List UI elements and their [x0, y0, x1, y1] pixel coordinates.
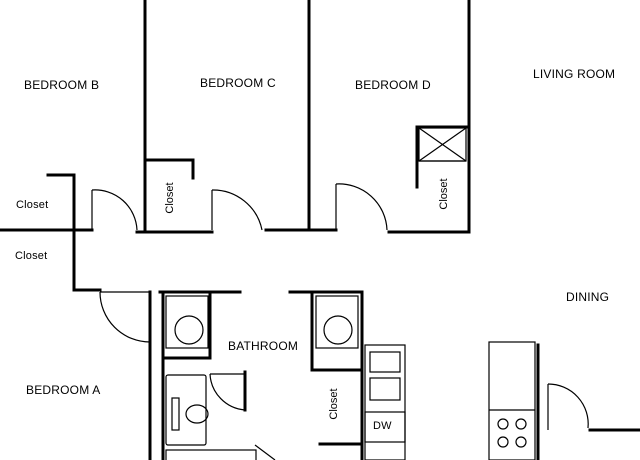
bedroom-a-label: BEDROOM A [26, 383, 101, 397]
bedroom-d-label: BEDROOM D [355, 78, 431, 92]
bathtub-edge [165, 449, 257, 460]
sink-right [315, 295, 359, 349]
kitchen-counter [364, 341, 536, 460]
toilet [165, 374, 209, 446]
closet-c-label: Closet [164, 182, 176, 214]
dining-label: DINING [566, 290, 610, 304]
closet-b-bottom-label: Closet [15, 250, 48, 262]
bathroom-walls [148, 290, 540, 460]
dishwasher-label: DW [373, 420, 392, 432]
closet-hall-label: Closet [328, 388, 340, 420]
bedroom-c-label: BEDROOM C [200, 76, 276, 90]
bathroom-label: BATHROOM [228, 339, 299, 353]
sink-left [165, 295, 209, 349]
closet-b-top-label: Closet [16, 199, 49, 211]
left-walls [0, 173, 102, 292]
closet-d-box [418, 127, 467, 162]
living-room-label: LIVING ROOM [533, 67, 616, 81]
bedroom-b-label: BEDROOM B [24, 78, 100, 92]
door-swings [91, 183, 640, 460]
closet-d-label: Closet [438, 178, 450, 210]
upper-walls [135, 0, 471, 234]
